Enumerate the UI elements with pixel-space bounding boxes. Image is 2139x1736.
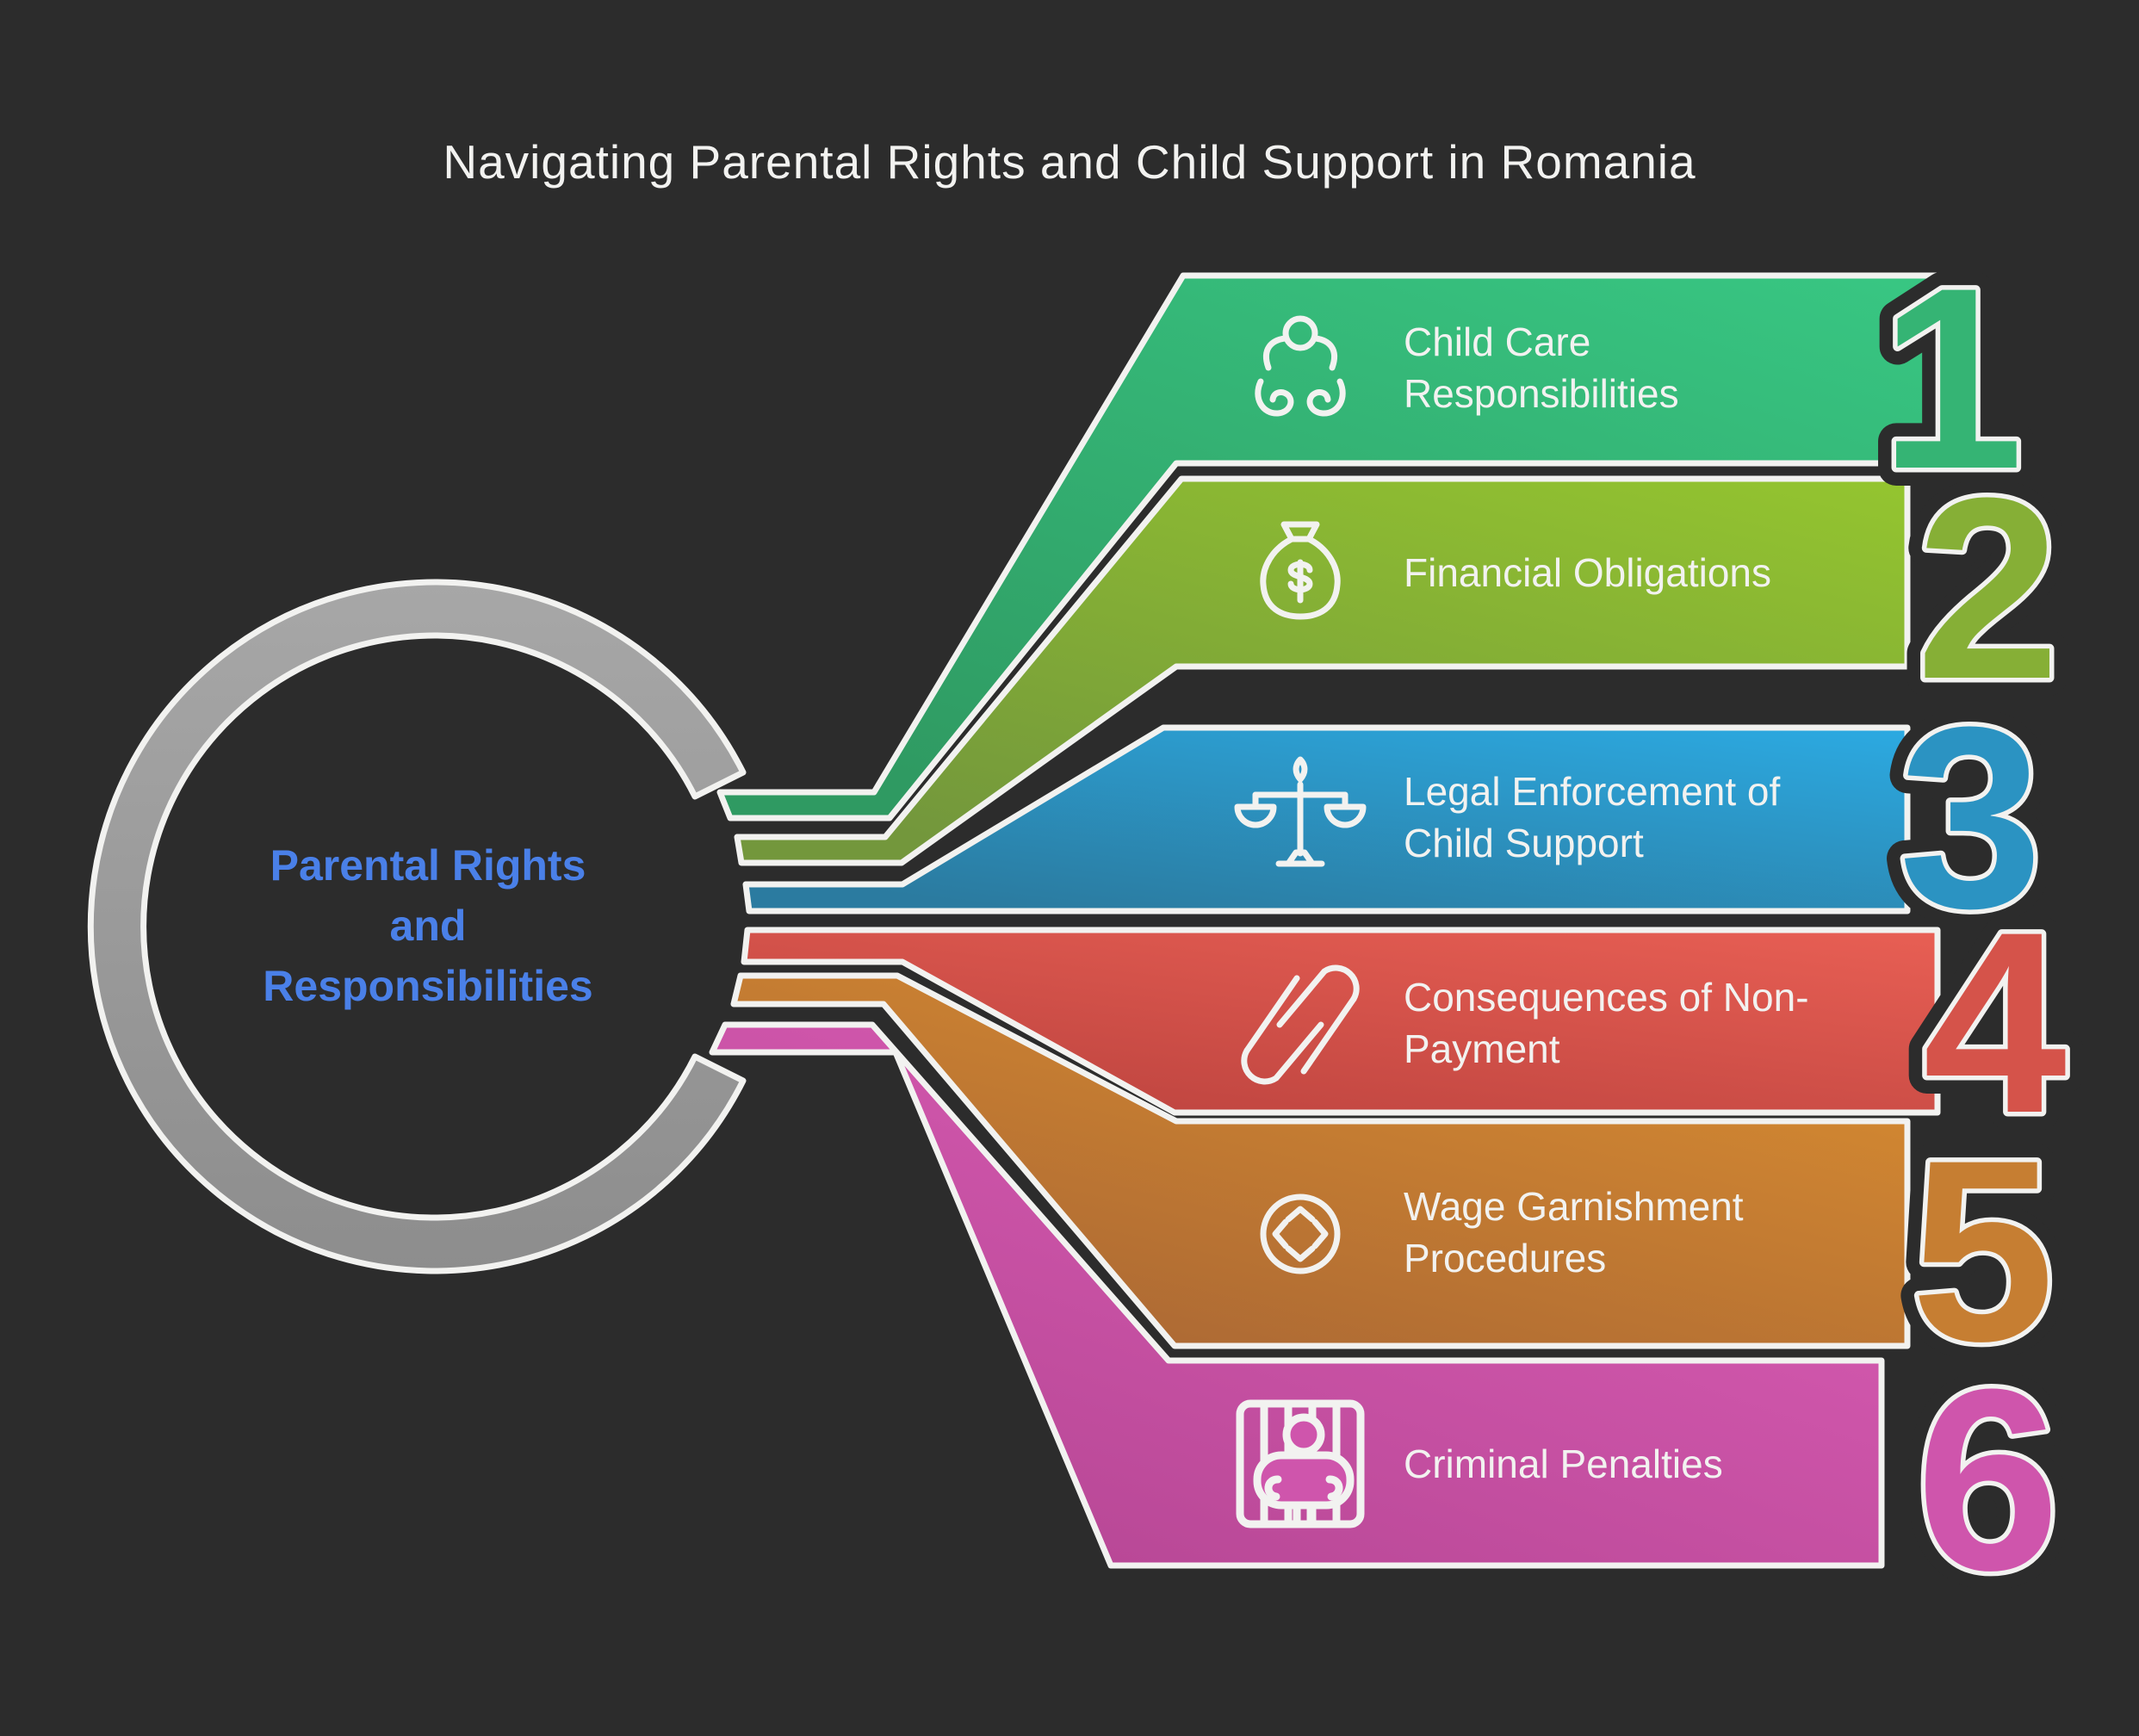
hub-title-line2: and: [390, 902, 467, 950]
step-number-1: 11: [1862, 215, 2042, 541]
step-number-5: 55: [1893, 1088, 2073, 1413]
step-number-text: 5: [1911, 1106, 2055, 1395]
hub: Parental Rights and Responsibilities: [87, 579, 747, 1274]
band-shape-2: [734, 475, 1911, 866]
band-label-4-line2: Payment: [1404, 1026, 1560, 1071]
step-number-text: 1: [1880, 233, 2024, 523]
step-number-shadow: 2: [1916, 443, 2060, 733]
step-number-3: 33: [1881, 654, 2061, 980]
step-number-text: 2: [1916, 443, 2060, 733]
band-shape-1: [716, 272, 1946, 822]
step-number-shadow: 4: [1923, 877, 2068, 1167]
hub-title-line3: Responsibilities: [263, 962, 592, 1010]
hub-title-line1: Parental Rights: [270, 841, 586, 890]
band-label-6-line1: Criminal Penalties: [1404, 1442, 1723, 1486]
step-number-shadow: 6: [1916, 1335, 2060, 1624]
band-label-3-line1: Legal Enforcement of: [1404, 769, 1780, 814]
band-6: Criminal Penalties: [709, 1021, 1885, 1569]
band-shape-3: [742, 724, 1911, 914]
band-2: Financial Obligations: [734, 475, 1911, 866]
step-number-shadow: 1: [1880, 233, 2024, 523]
band-label-1-line2: Responsibilities: [1404, 371, 1679, 416]
step-number-2: 22: [1898, 425, 2078, 751]
page-title: Navigating Parental Rights and Child Sup…: [443, 135, 1696, 189]
step-number-6: 66: [1898, 1317, 2078, 1642]
band-label-5-line1: Wage Garnishment: [1404, 1184, 1744, 1229]
step-number-text: 6: [1916, 1335, 2060, 1624]
step-number-text: 3: [1899, 673, 2043, 962]
step-number-text: 4: [1923, 877, 2068, 1167]
band-label-2-line1: Financial Obligations: [1404, 550, 1771, 595]
step-number-4: 44: [1905, 859, 2086, 1185]
band-label-4-line1: Consequences of Non-: [1404, 975, 1809, 1020]
band-label-5-line2: Procedures: [1404, 1236, 1606, 1280]
step-number-shadow: 3: [1899, 673, 2043, 962]
band-4: Consequences of Non- Payment: [741, 927, 1941, 1116]
band-label-1-line1: Child Care: [1404, 319, 1590, 364]
band-shape-6: [709, 1021, 1885, 1569]
band-3: Legal Enforcement of Child Support: [742, 724, 1911, 914]
band-label-3-line2: Child Support: [1404, 821, 1644, 865]
hub-ring: [87, 579, 747, 1274]
step-number-shadow: 5: [1911, 1106, 2055, 1395]
band-shape-5: [730, 972, 1911, 1349]
